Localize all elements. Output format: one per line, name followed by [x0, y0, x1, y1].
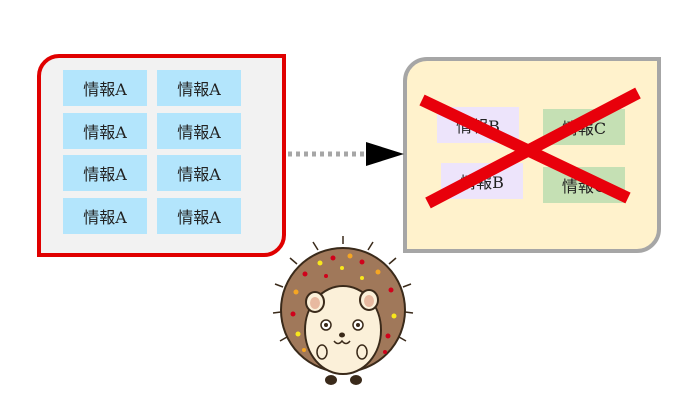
info-a-chip: 情報A: [63, 70, 147, 106]
info-a-chip: 情報A: [63, 198, 147, 234]
red-x-cross-icon: [419, 87, 641, 209]
dotted-arrow: [288, 142, 404, 166]
info-a-chip: 情報A: [63, 155, 147, 191]
info-a-chip: 情報A: [63, 113, 147, 149]
info-a-chip: 情報A: [157, 70, 241, 106]
info-a-chip: 情報A: [157, 155, 241, 191]
info-a-chip: 情報A: [157, 113, 241, 149]
info-a-chip: 情報A: [157, 198, 241, 234]
